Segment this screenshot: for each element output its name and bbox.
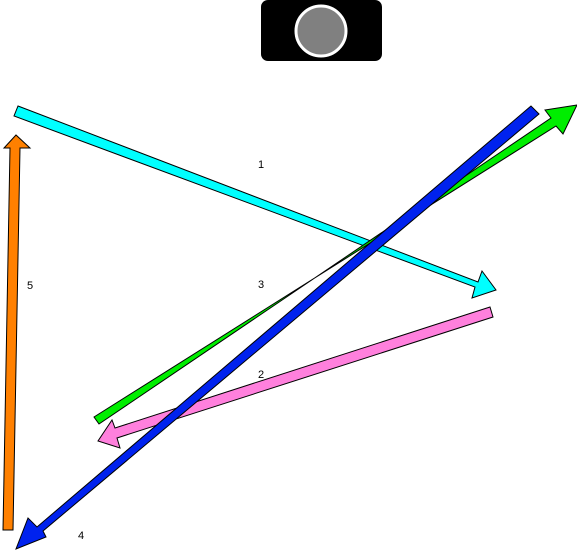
arrow-4-label: 4	[78, 530, 84, 542]
arrow-5	[2, 134, 32, 531]
arrow-5-label: 5	[27, 280, 33, 292]
arrow-2	[97, 306, 494, 449]
arrow-2-label: 2	[258, 369, 264, 381]
arrow-3-label: 3	[258, 279, 264, 291]
arrow-4	[15, 105, 540, 550]
arrow-1-label: 1	[258, 159, 264, 171]
camera-lens	[294, 4, 348, 58]
camera-icon	[261, 0, 382, 61]
arrow-3	[93, 104, 577, 425]
